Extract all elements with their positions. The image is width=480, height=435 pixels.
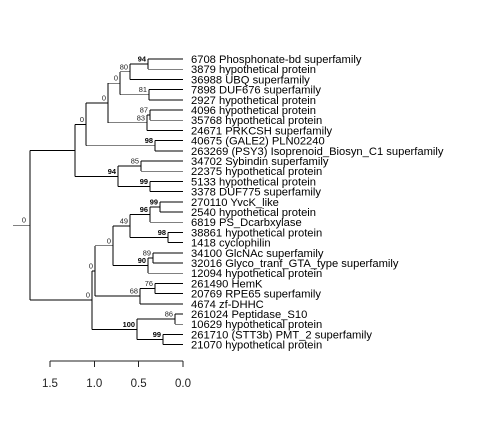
support-values: 0000809481838798948599000499699989089687…: [22, 55, 173, 339]
support-value: 83: [137, 113, 145, 122]
leaf-label: 34100 GlcNAc superfamily: [191, 248, 324, 260]
leaf-label: 6819 PS_Dcarbxylase: [191, 217, 302, 229]
leaf-label: 36988 UBQ superfamily: [191, 74, 310, 86]
leaf-label: 38861 hypothetical protein: [191, 227, 322, 239]
support-value: 85: [131, 157, 139, 166]
leaf-label: 4096 hypothetical protein: [191, 105, 316, 117]
support-value: 0: [22, 216, 26, 225]
leaf-label: 3879 hypothetical protein: [191, 64, 316, 76]
leaf-label: 7898 DUF676 superfamily: [191, 85, 321, 97]
support-value: 96: [140, 205, 148, 214]
axis-tick-label: 0.5: [131, 378, 147, 390]
support-value: 80: [120, 62, 128, 71]
tree-branches: [13, 58, 183, 346]
support-value: 94: [138, 55, 147, 64]
support-value: 89: [143, 248, 151, 257]
support-value: 98: [145, 136, 153, 145]
support-value: 68: [130, 287, 138, 296]
support-value: 90: [138, 256, 146, 265]
support-value: 99: [150, 197, 158, 206]
leaf-label: 2540 hypothetical protein: [191, 207, 316, 219]
support-value: 94: [108, 167, 117, 176]
axis-tick-label: 1.0: [86, 378, 102, 390]
leaf-label: 12094 hypothetical protein: [191, 268, 322, 280]
support-value: 0: [89, 261, 93, 270]
leaf-label: 261024 Peptidase_S10: [191, 309, 307, 321]
support-value: 99: [153, 330, 161, 339]
leaf-label: 20769 RPE65 superfamily: [191, 289, 321, 301]
support-value: 49: [120, 217, 128, 226]
leaf-label: 2927 hypothetical protein: [191, 95, 316, 107]
leaf-label: 21070 hypothetical protein: [191, 340, 322, 352]
support-value: 0: [102, 93, 106, 102]
support-value: 86: [165, 310, 173, 319]
leaf-label: 24671 PRKCSH superfamily: [191, 125, 333, 137]
support-value: 0: [80, 115, 84, 124]
leaf-label: 261490 HemK: [191, 278, 263, 290]
leaf-label: 261710 (STT3b) PMT_2 superfamily: [191, 329, 372, 341]
leaf-label: 3378 DUF775 superfamily: [191, 187, 321, 199]
support-value: 0: [86, 291, 90, 300]
leaf-label: 5133 hypothetical protein: [191, 176, 316, 188]
support-value: 98: [158, 228, 166, 237]
leaf-label: 34702 Sybindin superfamily: [191, 156, 329, 168]
axis-tick-label: 1.5: [42, 378, 58, 390]
leaf-label: 4674 zf-DHHC: [191, 299, 264, 311]
axis-tick-label: 0.0: [175, 378, 191, 390]
leaf-label: 10629 hypothetical protein: [191, 319, 322, 331]
leaf-label: 40675 (GALE2) PLN02240: [191, 136, 325, 148]
support-value: 0: [114, 74, 118, 83]
leaf-label: 22375 hypothetical protein: [191, 166, 322, 178]
scale-axis: 1.5 1.0 0.5 0.0: [42, 360, 191, 390]
support-value: 87: [140, 106, 148, 115]
support-value: 100: [123, 320, 135, 329]
leaf-label: 6708 Phosphonate-bd superfamily: [191, 54, 362, 66]
leaf-label: 32016 Glyco_tranf_GTA_type superfamily: [191, 258, 399, 270]
support-value: 99: [140, 177, 148, 186]
support-value: 76: [145, 279, 153, 288]
support-value: 0: [107, 236, 111, 245]
leaf-label: 35768 hypothetical protein: [191, 115, 322, 127]
support-value: 81: [139, 85, 147, 94]
leaf-label: 263269 (PSY3) Isoprenoid_Biosyn_C1 super…: [191, 146, 444, 158]
leaf-label: 270110 YvcK_like: [191, 197, 279, 209]
leaf-label: 1418 cyclophilin: [191, 238, 271, 250]
